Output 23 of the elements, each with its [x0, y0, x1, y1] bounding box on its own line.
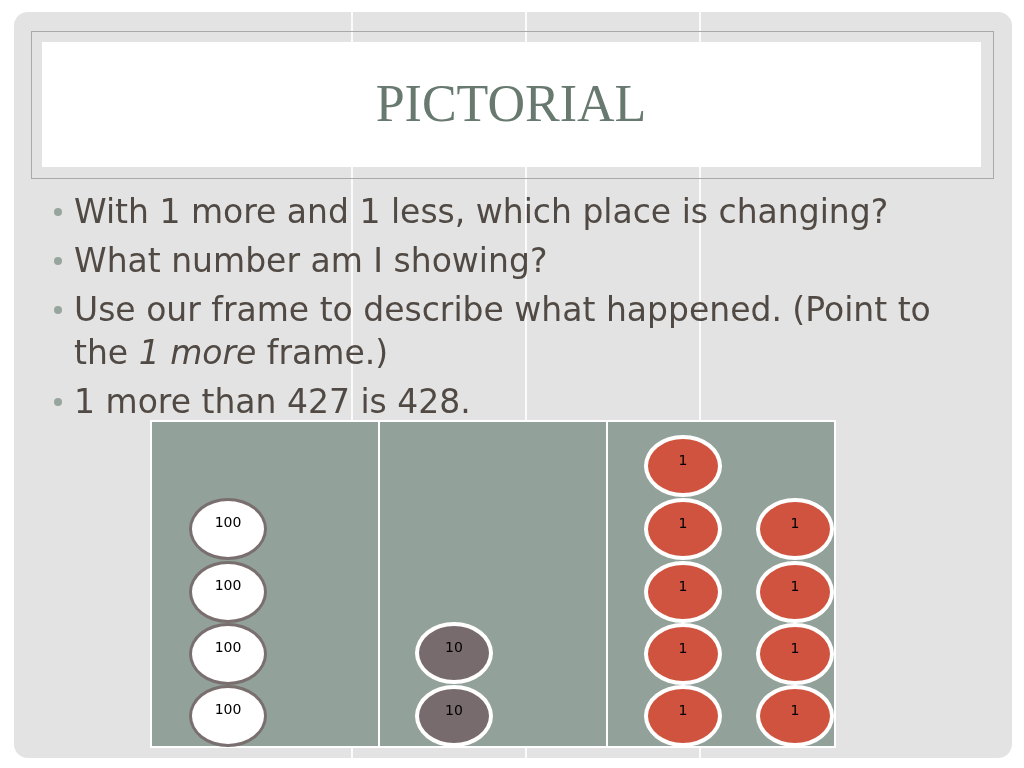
place-value-disk: 1 — [644, 561, 722, 623]
place-value-disk: 1 — [644, 435, 722, 497]
place-value-disk: 1 — [644, 685, 722, 747]
place-value-disk: 1 — [756, 685, 834, 747]
bullet-text: What number am I showing? — [74, 240, 549, 282]
place-value-disk: 1 — [756, 623, 834, 685]
place-value-disk: 100 — [189, 498, 267, 560]
place-value-disk: 10 — [415, 685, 493, 747]
place-value-disk: 10 — [415, 622, 493, 684]
place-value-disk: 100 — [189, 623, 267, 685]
slide-title: PICTORIAL — [375, 78, 647, 130]
place-value-disk: 100 — [189, 561, 267, 623]
place-value-disk: 1 — [644, 623, 722, 685]
bullet-text: With 1 more and 1 less, which place is changing? — [74, 191, 890, 233]
place-value-disk: 1 — [756, 498, 834, 560]
place-value-column — [606, 420, 836, 748]
place-value-column — [150, 420, 380, 748]
place-value-disk: 1 — [756, 561, 834, 623]
bullet-text: Use our frame to describe what happened. (Point to the 1 more frame.) — [74, 289, 932, 374]
place-value-disk: 100 — [189, 685, 267, 747]
place-value-column — [378, 420, 608, 748]
bullet-text: 1 more than 427 is 428. — [74, 381, 472, 423]
place-value-disk: 1 — [644, 498, 722, 560]
